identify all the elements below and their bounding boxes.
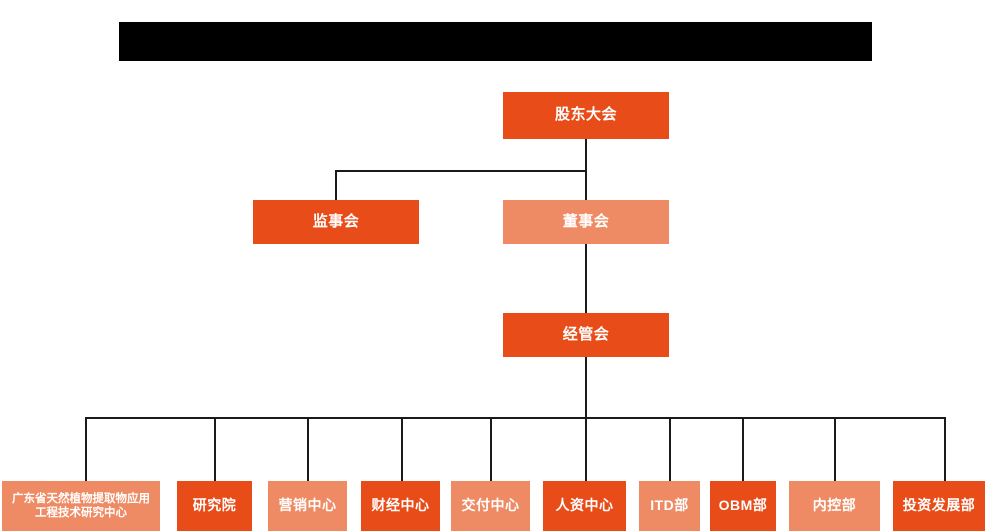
- org-node-institute[interactable]: 研究院: [177, 481, 252, 531]
- org-node-investment[interactable]: 投资发展部: [893, 481, 985, 531]
- org-node-shareholders[interactable]: 股东大会: [503, 92, 669, 139]
- org-node-research-center[interactable]: 广东省天然植物提取物应用工程技术研究中心: [2, 481, 160, 531]
- org-node-itd[interactable]: ITD部: [639, 481, 700, 531]
- org-node-internal-control[interactable]: 内控部: [789, 481, 880, 531]
- connector-drop-supervisors: [335, 170, 337, 200]
- connector-drop-obm: [742, 417, 744, 481]
- connector-drop-institute: [214, 417, 216, 481]
- org-node-marketing[interactable]: 营销中心: [268, 481, 347, 531]
- connector-directors-to-management: [585, 243, 587, 313]
- connector-drop-itd: [669, 417, 671, 481]
- connector-drop-finance: [401, 417, 403, 481]
- org-node-directors[interactable]: 董事会: [503, 200, 669, 244]
- org-node-delivery[interactable]: 交付中心: [451, 481, 530, 531]
- org-node-obm[interactable]: OBM部: [710, 481, 776, 531]
- connector-drop-marketing: [307, 417, 309, 481]
- connector-level2-bus: [335, 170, 586, 172]
- connector-drop-hr: [585, 417, 587, 481]
- redacted-title-bar: [119, 22, 872, 61]
- org-node-hr[interactable]: 人资中心: [543, 481, 626, 531]
- connector-department-bus: [85, 417, 946, 419]
- connector-shareholders-stem: [585, 138, 587, 171]
- org-node-finance[interactable]: 财经中心: [361, 481, 440, 531]
- connector-drop-directors: [585, 170, 587, 200]
- connector-drop-internal-control: [834, 417, 836, 481]
- org-node-management[interactable]: 经管会: [503, 313, 669, 357]
- connector-drop-investment: [944, 417, 946, 481]
- org-node-supervisors[interactable]: 监事会: [253, 200, 419, 244]
- connector-management-stem: [585, 356, 587, 419]
- connector-drop-delivery: [490, 417, 492, 481]
- connector-drop-research-center: [85, 417, 87, 481]
